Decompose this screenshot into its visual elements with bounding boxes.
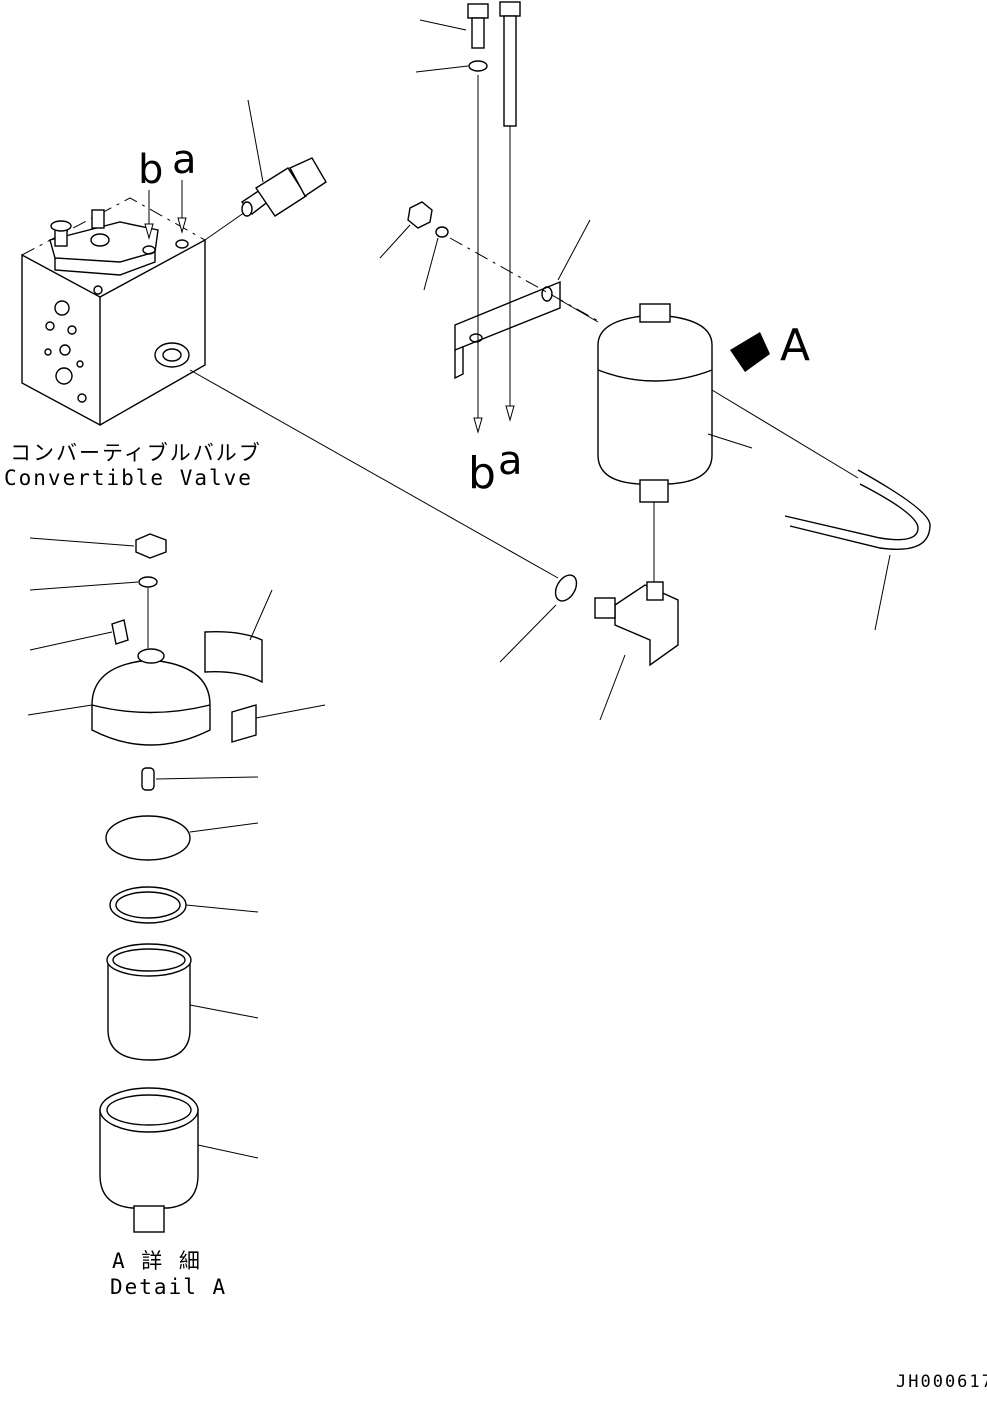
bracket	[454, 219, 591, 380]
detail-a	[27, 533, 326, 1233]
valve-label-b: b	[138, 147, 163, 193]
bracket-label-a: a	[498, 438, 523, 484]
elbow-fitting	[594, 581, 679, 721]
detail-caption-en: Detail A	[110, 1275, 227, 1299]
view-arrow-a: A	[730, 320, 810, 372]
valve-caption-jp: コンバーティブルバルブ	[10, 441, 262, 465]
solenoid-sensor	[204, 99, 327, 241]
valve-flange	[49, 209, 159, 276]
valve-label-a: a	[172, 137, 197, 183]
o-ring	[189, 369, 578, 663]
u-pipe	[711, 389, 931, 631]
valve-ports	[44, 285, 103, 403]
bolts	[379, 1, 601, 434]
drawing-code: JH000617	[896, 1372, 987, 1392]
valve-caption-en: Convertible Valve	[4, 466, 253, 490]
filter-assembly	[559, 299, 753, 582]
detail-caption-jp: A 詳 細	[112, 1249, 202, 1273]
bracket-label-b: b	[468, 448, 496, 499]
convertible-valve: b a	[21, 137, 206, 427]
view-label-a: A	[780, 320, 810, 371]
